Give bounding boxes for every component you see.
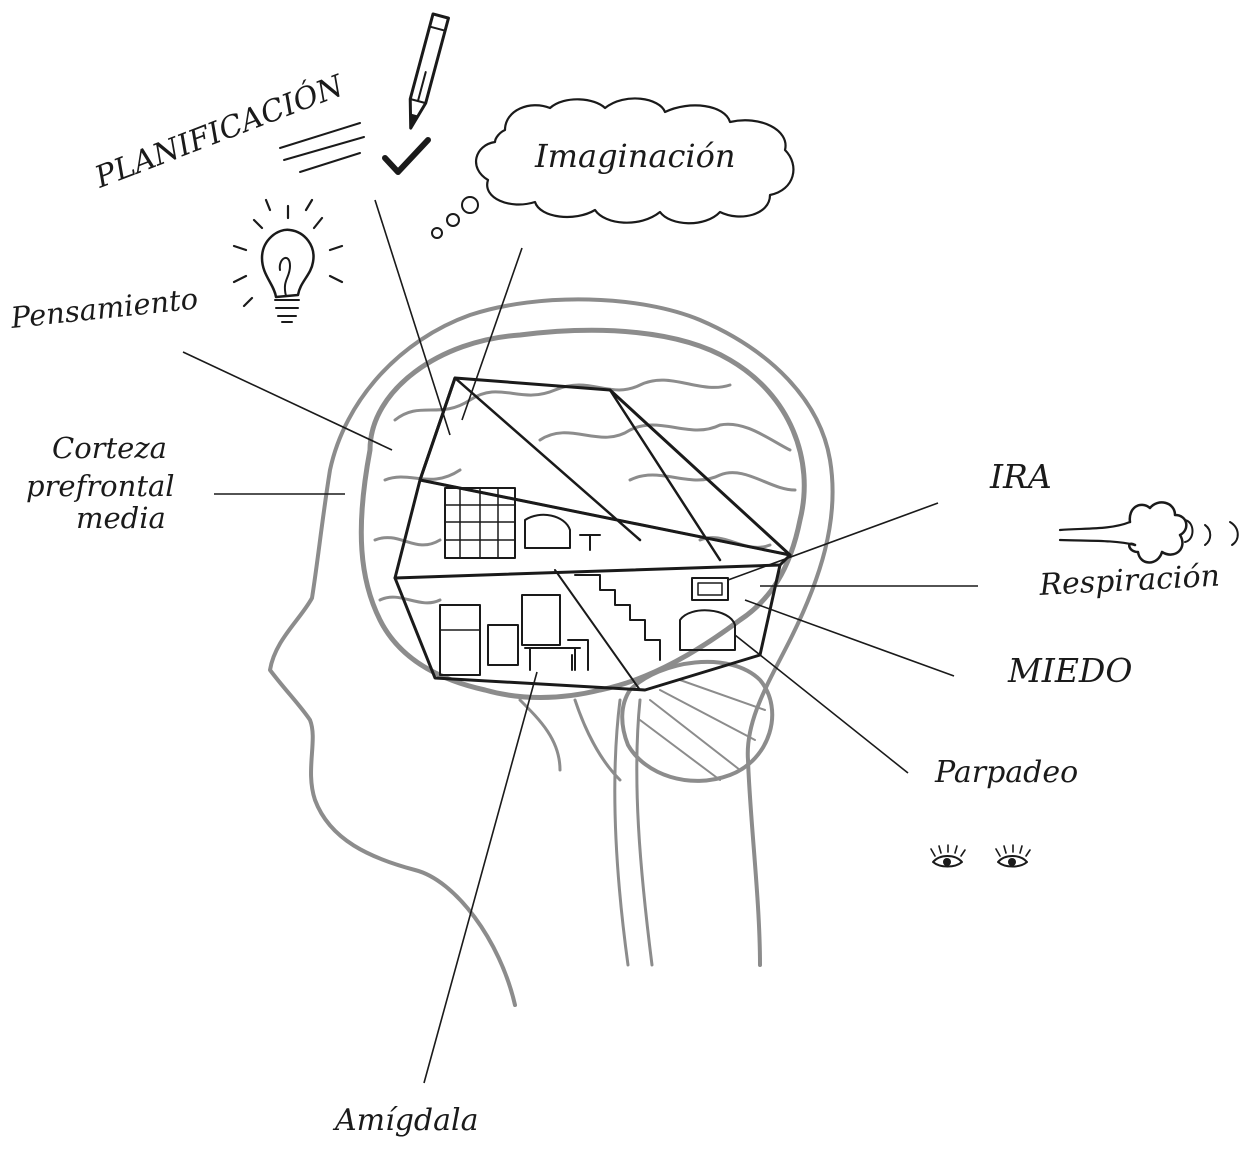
label-respiracion: Respiración — [1038, 559, 1221, 603]
head-silhouette — [270, 299, 833, 1005]
eyes-icon — [931, 845, 1030, 867]
lightbulb-icon — [234, 200, 342, 322]
label-corteza-line3: media — [76, 501, 166, 535]
checkmark-icon — [385, 140, 428, 172]
label-amigdala: Amígdala — [332, 1103, 478, 1138]
brain-sketch — [361, 330, 804, 781]
planning-lines-icon — [280, 123, 364, 172]
label-imaginacion: Imaginación — [534, 137, 736, 175]
pencil-icon — [403, 14, 448, 130]
label-parpadeo: Parpadeo — [934, 755, 1078, 790]
label-corteza-line2: prefrontal — [26, 469, 175, 503]
label-ira: IRA — [989, 457, 1052, 496]
leader-amigdala — [424, 672, 537, 1083]
breath-puff-icon — [1060, 502, 1238, 562]
label-miedo: MIEDO — [1007, 651, 1132, 690]
label-planificacion: PLANIFICACIÓN — [89, 67, 350, 196]
label-pensamiento: Pensamiento — [8, 282, 199, 336]
label-corteza-line1: Corteza — [52, 431, 167, 465]
